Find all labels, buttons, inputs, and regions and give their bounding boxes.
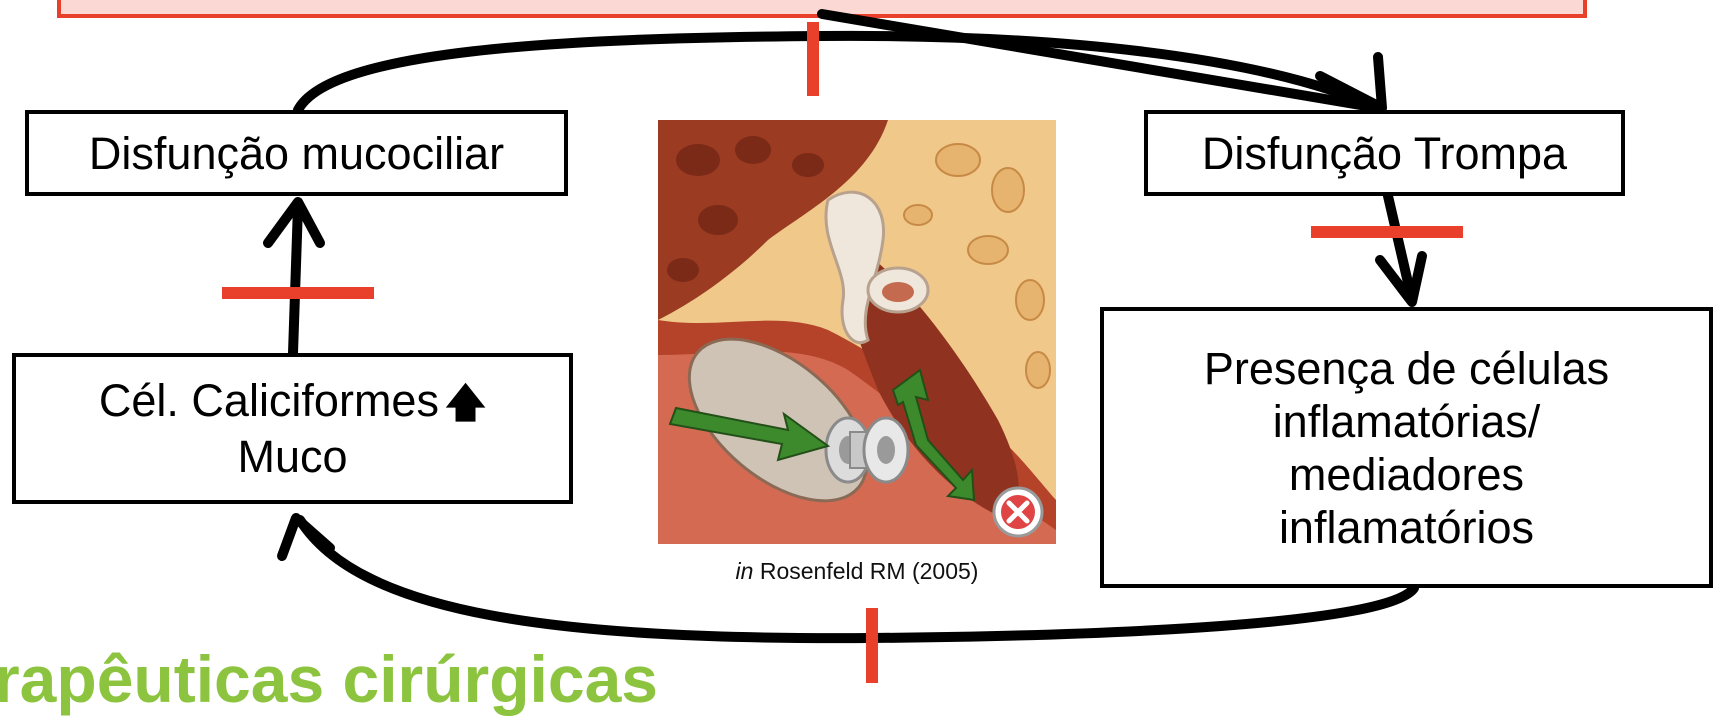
section-title: rapêuticas cirúrgicas	[0, 646, 658, 712]
inflamatorias-line2: inflamatórias/	[1273, 395, 1541, 448]
caliciformes-line2: Muco	[237, 430, 347, 483]
image-caption: in Rosenfeld RM (2005)	[658, 558, 1056, 585]
left-up-arrow	[293, 206, 298, 353]
box-tube-dysfunction: Disfunção Trompa	[1144, 110, 1625, 196]
box-inflammatory-cells: Presença de células inflamatórias/ media…	[1100, 307, 1713, 588]
mucociliar-label: Disfunção mucociliar	[89, 127, 504, 180]
caliciformes-line1-row: Cél. Caliciformes🡅	[99, 374, 486, 430]
inhibition-mark-right	[1311, 226, 1463, 238]
up-arrow-icon: 🡅	[445, 381, 486, 425]
top-loop-arrow	[298, 36, 1378, 110]
inflamatorias-line1: Presença de células	[1204, 342, 1609, 395]
ear-anatomy-illustration	[658, 120, 1056, 544]
inflamatorias-line4: inflamatórios	[1279, 501, 1534, 554]
inhibition-mark-top	[807, 22, 819, 96]
box-goblet-cells: Cél. Caliciformes🡅 Muco	[12, 353, 573, 504]
inhibition-mark-left	[222, 287, 374, 299]
inhibition-mark-bottom	[866, 608, 878, 683]
trompa-label: Disfunção Trompa	[1202, 127, 1567, 180]
caliciformes-line1: Cél. Caliciformes	[99, 375, 439, 426]
banner-diagonal-arrow	[822, 14, 1378, 108]
blocked-x-icon	[994, 488, 1042, 536]
caption-text: Rosenfeld RM (2005)	[760, 558, 979, 584]
inflamatorias-line3: mediadores	[1289, 448, 1524, 501]
box-mucociliar-dysfunction: Disfunção mucociliar	[25, 110, 568, 196]
caption-prefix: in	[736, 558, 754, 584]
